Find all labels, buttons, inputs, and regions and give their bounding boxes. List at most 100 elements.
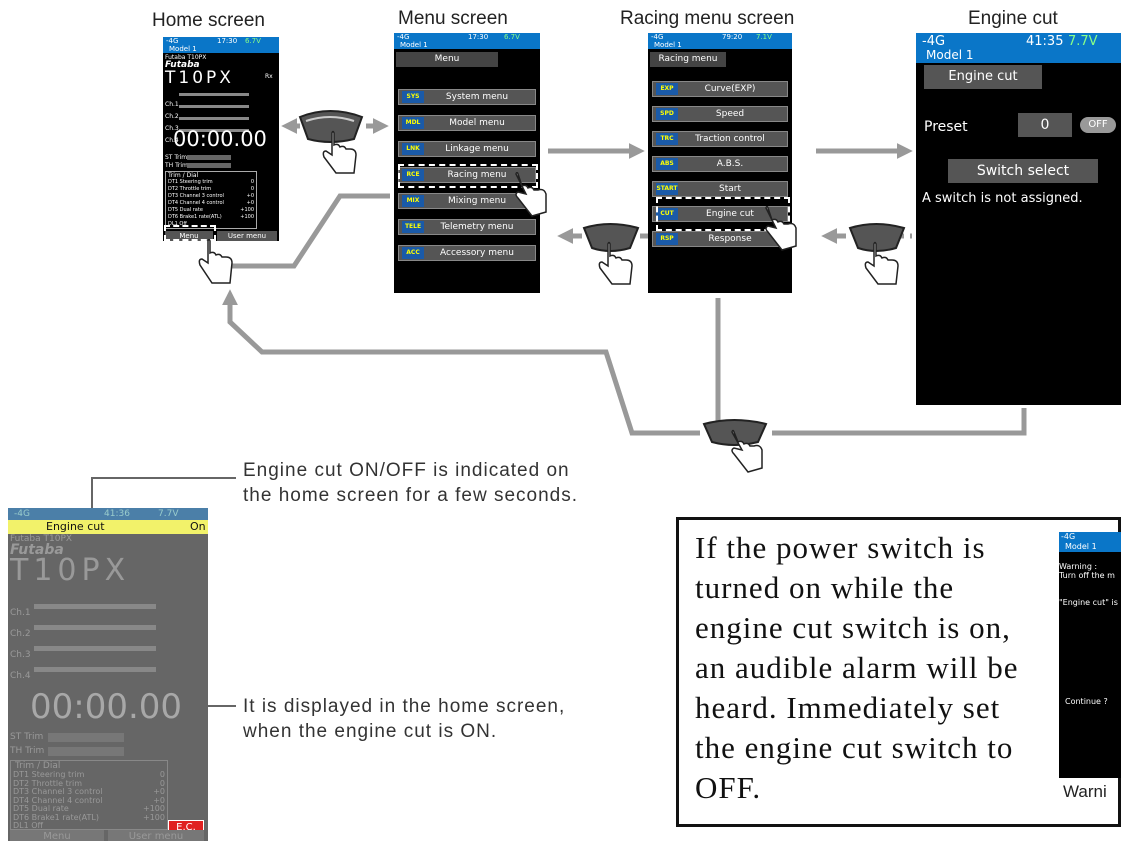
menu-item-icon: SYS	[402, 91, 424, 103]
th-trim-label: TH Trim	[165, 162, 188, 169]
th-trim-bar	[187, 163, 231, 168]
menu-item-label: Model menu	[449, 118, 505, 128]
menu-item-icon: LNK	[402, 143, 424, 155]
menu-item-label: Speed	[715, 109, 745, 119]
product-logo: T10PX	[165, 68, 234, 88]
switch-select-button[interactable]: Switch select	[948, 159, 1098, 183]
st-trim-label: ST Trim	[10, 732, 44, 742]
brand-logo: Futaba	[165, 60, 200, 70]
preset-value[interactable]: 0	[1018, 113, 1072, 137]
press-button-icon	[702, 419, 768, 473]
st-trim-label: ST Trim	[165, 154, 188, 161]
menu-item-icon: TRC	[656, 133, 678, 145]
menu-item-label: Mixing menu	[447, 196, 507, 206]
menu-button[interactable]: Menu	[165, 231, 213, 241]
dial-row: DT4 Channel 4 control+0	[13, 795, 165, 805]
menu-item-icon: EXP	[656, 83, 678, 95]
menu-item-icon: CUT	[656, 208, 678, 220]
caption-racing-menu-screen: Racing menu screen	[620, 8, 795, 29]
dial-row: DT3 Channel 3 control+0	[13, 787, 165, 796]
rx-label: Rx	[265, 73, 273, 80]
menu-item-label: A.B.S.	[716, 159, 744, 169]
timer: 00:00.00	[173, 127, 267, 151]
th-trim-bar	[48, 747, 124, 756]
dial-row: DT5 Dual rate+100	[13, 804, 165, 813]
menu-item-6[interactable]: RSP Response	[652, 231, 788, 247]
menu-item-3[interactable]: ABS A.B.S.	[652, 156, 788, 172]
finger-pointer-icon	[198, 239, 233, 284]
st-trim-bar	[48, 733, 124, 742]
menu-item-icon: START	[656, 183, 678, 195]
preset-toggle[interactable]: OFF	[1080, 117, 1116, 133]
brand-logo: Futaba	[10, 542, 64, 558]
dial-row: DT6 Brake1 rate(ATL)+100	[168, 214, 254, 220]
menu-item-icon: ACC	[402, 247, 424, 259]
switch-message: A switch is not assigned.	[922, 191, 1083, 206]
menu-item-6[interactable]: ACC Accessory menu	[398, 245, 536, 261]
note-ec-badge: It is displayed in the home screen, when…	[243, 696, 566, 742]
engine-cut-screen: -4G 41:35 7.7V Model 1 Engine cut Preset…	[916, 33, 1121, 405]
warning-thumbnail-caption: Warni	[1063, 782, 1107, 801]
brand-caption: Futaba T10PX	[10, 534, 73, 544]
model-bar: Model 1	[163, 45, 279, 53]
finger-pointer-icon	[515, 172, 547, 217]
model-bar: Model 1	[394, 41, 540, 49]
menu-item-label: System menu	[445, 92, 509, 102]
menu-item-icon: ABS	[656, 158, 678, 170]
warning-box: If the power switch is turned on while t…	[676, 517, 1121, 827]
menu-item-label: Curve(EXP)	[704, 84, 756, 94]
channel-bars: Ch.1 Ch.2 Ch.3 Ch.4	[165, 91, 277, 144]
caption-engine-cut: Engine cut	[968, 8, 1058, 29]
menu-item-icon: MIX	[402, 195, 424, 207]
dial-row: DL1 Off	[168, 221, 187, 227]
caption-home-screen: Home screen	[152, 10, 265, 31]
timer: 00:00.00	[30, 687, 183, 727]
menu-item-label: Linkage menu	[445, 144, 509, 154]
menu-item-2[interactable]: LNK Linkage menu	[398, 141, 536, 157]
menu-item-5[interactable]: CUT Engine cut	[652, 206, 788, 222]
dial-row: DT3 Channel 3 control+0	[168, 193, 254, 199]
menu-item-4[interactable]: MIX Mixing menu	[398, 193, 536, 209]
menu-item-1[interactable]: SPD Speed	[652, 106, 788, 122]
menu-item-label: Telemetry menu	[440, 222, 514, 232]
menu-item-label: Engine cut	[706, 209, 754, 219]
caption-menu-screen: Menu screen	[398, 8, 508, 29]
product-logo: T10PX	[10, 553, 131, 588]
menu-title-tab: Menu	[396, 52, 498, 67]
menu-item-icon: SPD	[656, 108, 678, 120]
menu-item-label: Accessory menu	[440, 248, 514, 258]
menu-item-0[interactable]: SYS System menu	[398, 89, 536, 105]
dial-row: DT5 Dual rate+100	[168, 207, 254, 213]
racing-title-tab: Racing menu	[650, 52, 726, 67]
menu-item-label: Start	[719, 184, 741, 194]
menu-item-icon: RSP	[656, 233, 678, 245]
engine-title-tab: Engine cut	[924, 65, 1042, 89]
user-menu-button[interactable]: User menu	[108, 830, 204, 841]
menu-item-0[interactable]: EXP Curve(EXP)	[652, 81, 788, 97]
menu-button[interactable]: Menu	[10, 830, 104, 841]
status-header: -4G 41:35 7.7V Model 1	[916, 33, 1121, 63]
menu-item-4[interactable]: START Start	[652, 181, 788, 197]
menu-item-label: Response	[708, 234, 752, 244]
menu-item-icon: RCE	[402, 169, 424, 181]
model-bar: Model 1	[648, 41, 792, 49]
st-trim-bar	[187, 155, 231, 160]
user-menu-button[interactable]: User menu	[217, 231, 277, 241]
th-trim-label: TH Trim	[10, 746, 45, 756]
